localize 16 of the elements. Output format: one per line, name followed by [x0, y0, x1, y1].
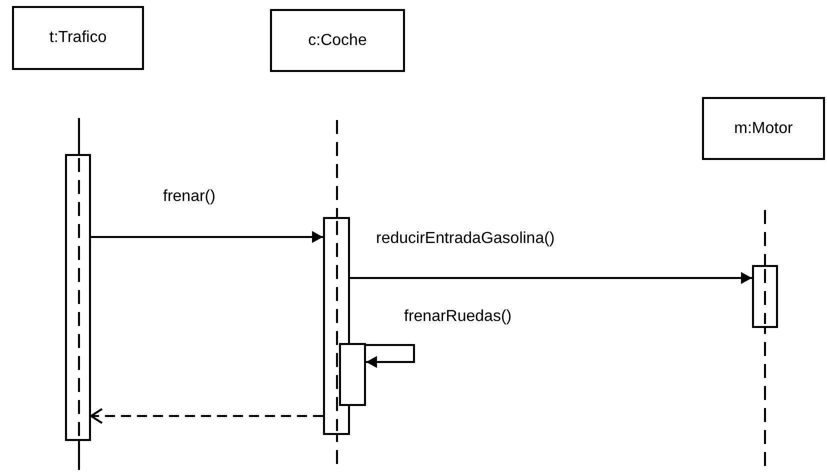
object-name: c:Coche	[308, 30, 367, 50]
self-call-arrow	[366, 344, 415, 368]
return-arrow	[90, 408, 323, 424]
activation-bar	[65, 154, 91, 441]
message-arrow	[350, 272, 752, 284]
message-label: frenar()	[163, 187, 216, 207]
object-box	[270, 9, 405, 72]
object-name: t:Trafico	[49, 28, 107, 48]
object-box	[702, 97, 825, 160]
activation-bar	[339, 343, 366, 406]
message-arrow	[91, 231, 323, 243]
message-label: reducirEntradaGasolina()	[376, 229, 555, 249]
object-name: m:Motor	[734, 118, 793, 138]
activation-bar	[752, 265, 778, 328]
object-box	[12, 6, 144, 70]
message-label: frenarRuedas()	[404, 307, 512, 327]
